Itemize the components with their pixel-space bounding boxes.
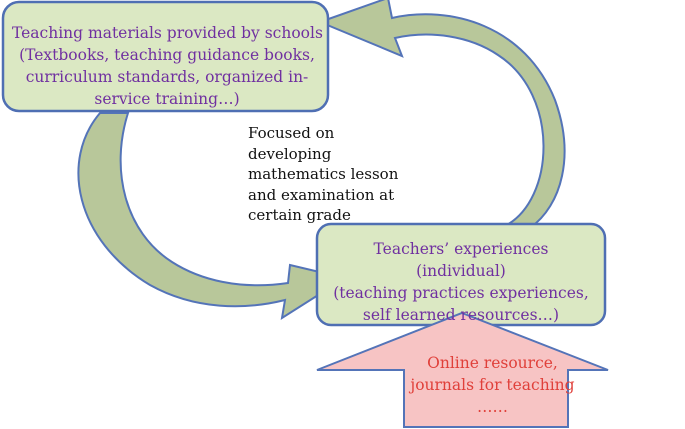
focus-line-3: mathematics lesson	[248, 165, 399, 183]
focus-line-5: certain grade	[248, 206, 351, 224]
materials-text: Teaching materials provided by schools (…	[12, 22, 323, 110]
experiences-line-1: Teachers’ experiences	[373, 240, 549, 258]
materials-line-1: Teaching materials provided by schools	[12, 24, 323, 42]
materials-line-2: (Textbooks, teaching guidance books,	[19, 46, 315, 64]
experiences-line-3: (teaching practices experiences,	[333, 284, 589, 302]
experiences-line-2: (individual)	[416, 262, 506, 280]
online-line-3: ……	[477, 398, 508, 416]
online-text: Online resource, journals for teaching ……	[405, 352, 580, 418]
focus-line-4: and examination at	[248, 185, 395, 204]
focus-line-2: developing	[248, 144, 332, 163]
focus-note: Focused on developing mathematics lesson…	[248, 123, 408, 226]
materials-line-3: curriculum standards, organized in-	[25, 68, 309, 86]
online-line-1: Online resource,	[427, 354, 558, 372]
curved-arrow-to-materials	[317, 0, 566, 230]
experiences-text: Teachers’ experiences (individual) (teac…	[320, 238, 602, 326]
experiences-line-4: self learned resources…)	[362, 306, 560, 324]
materials-line-4: service training…)	[94, 90, 240, 108]
curved-arrow-to-experiences	[77, 112, 348, 321]
online-block-arrow	[316, 311, 609, 428]
online-line-2: journals for teaching	[410, 376, 575, 394]
focus-line-1: Focused on	[248, 124, 335, 142]
materials-box	[1, 0, 330, 113]
